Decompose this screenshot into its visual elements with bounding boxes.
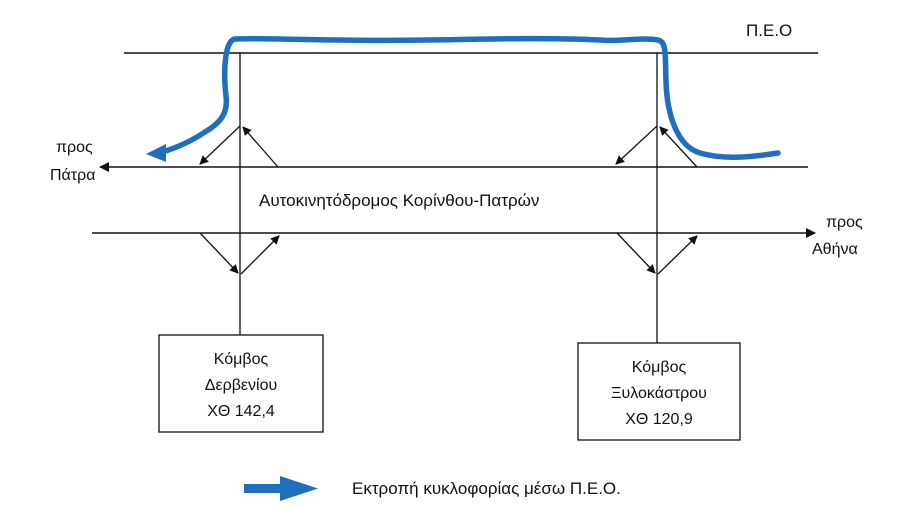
peo-label: Π.Ε.Ο: [746, 21, 792, 40]
xylokastro-entry-ramp-lower: [657, 235, 698, 275]
towards-athina-line1: προς: [826, 214, 863, 231]
derveni-node-box: [158, 334, 324, 433]
legend-text: Εκτροπή κυκλοφορίας μέσω Π.Ε.Ο.: [352, 479, 621, 498]
derveni-node-line1: Κόμβος: [214, 351, 269, 368]
derveni-node-line3: ΧΘ 142,4: [207, 403, 275, 420]
motorway-label: Αυτοκινητόδρομος Κορίνθου-Πατρών: [259, 191, 539, 210]
detour-route: [159, 35, 781, 160]
towards-patra-line2: Πάτρα: [50, 167, 95, 184]
xylokastro-exit-ramp-upper: [615, 125, 658, 165]
derveni-exit-ramp-lower: [199, 232, 239, 274]
towards-patra-line1: προς: [56, 139, 93, 156]
xylokastro-entry-ramp-upper: [659, 126, 698, 168]
derveni-entry-ramp-lower: [240, 235, 280, 275]
derveni-exit-ramp-upper: [199, 125, 241, 165]
derveni-node-line2: Δερβενίου: [205, 377, 277, 394]
blue-arrow-icon: [244, 476, 318, 501]
detour-arrowhead: [146, 144, 166, 162]
xylokastro-node-line1: Κόμβος: [632, 359, 687, 376]
xylokastro-node-line3: ΧΘ 120,9: [625, 411, 693, 428]
xylokastro-node-line2: Ξυλοκάστρου: [611, 385, 707, 402]
legend: Εκτροπή κυκλοφορίας μέσω Π.Ε.Ο.: [244, 476, 621, 501]
xylokastro-node-box: [577, 342, 741, 441]
derveni-entry-ramp-upper: [242, 126, 279, 168]
xylokastro-exit-ramp-lower: [616, 232, 656, 274]
towards-athina-line2: Αθήνα: [812, 241, 858, 258]
